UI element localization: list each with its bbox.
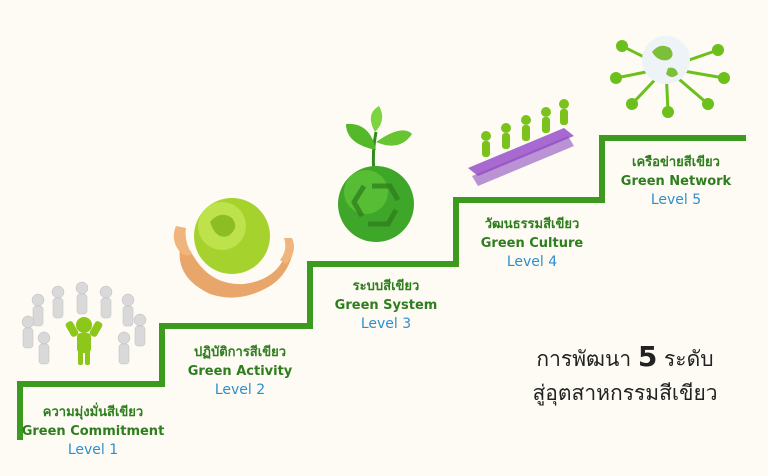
title-word-1: การพัฒนา — [536, 347, 632, 371]
title-number: 5 — [637, 340, 658, 373]
people-circle-icon — [21, 281, 147, 365]
title-word-2: ระดับ — [664, 347, 714, 371]
level-1-label: ความมุ่งมั่นสีเขียว Green Commitment Lev… — [14, 403, 172, 460]
level-4-thai: วัฒนธรรมสีเขียว — [484, 217, 580, 232]
level-1-number: Level 1 — [67, 442, 119, 458]
globe-in-hands-icon — [173, 198, 294, 298]
level-3-english: Green System — [334, 298, 438, 313]
level-5-number: Level 5 — [650, 192, 702, 208]
level-3-number: Level 3 — [360, 316, 412, 332]
level-2-number: Level 2 — [214, 382, 266, 398]
diagram-title: การพัฒนา 5 ระดับ สู่อุตสาหกรรมสีเขียว — [490, 340, 760, 410]
staircase-line — [17, 135, 746, 440]
level-3-label: ระบบสีเขียว Green System Level 3 — [316, 277, 456, 334]
level-4-label: วัฒนธรรมสีเขียว Green Culture Level 4 — [462, 215, 602, 272]
level-5-label: เครือข่ายสีเขียว Green Network Level 5 — [606, 153, 746, 210]
level-4-number: Level 4 — [506, 254, 558, 270]
level-1-english: Green Commitment — [21, 424, 165, 439]
level-5-english: Green Network — [620, 174, 732, 189]
title-line-2: สู่อุตสาหกรรมสีเขียว — [532, 381, 718, 405]
level-2-english: Green Activity — [187, 364, 293, 379]
level-5-thai: เครือข่ายสีเขียว — [632, 155, 720, 170]
level-1-thai: ความมุ่งมั่นสีเขียว — [42, 405, 144, 420]
people-on-puzzle-icon — [468, 99, 574, 186]
title-line-1: การพัฒนา 5 ระดับ — [490, 340, 760, 376]
globe-network-icon — [610, 36, 730, 118]
level-2-thai: ปฏิบัติการสีเขียว — [193, 345, 286, 360]
level-4-english: Green Culture — [480, 236, 584, 251]
recycle-globe-plant-icon — [338, 106, 414, 242]
level-2-label: ปฏิบัติการสีเขียว Green Activity Level 2 — [170, 343, 310, 400]
level-3-thai: ระบบสีเขียว — [352, 279, 420, 294]
